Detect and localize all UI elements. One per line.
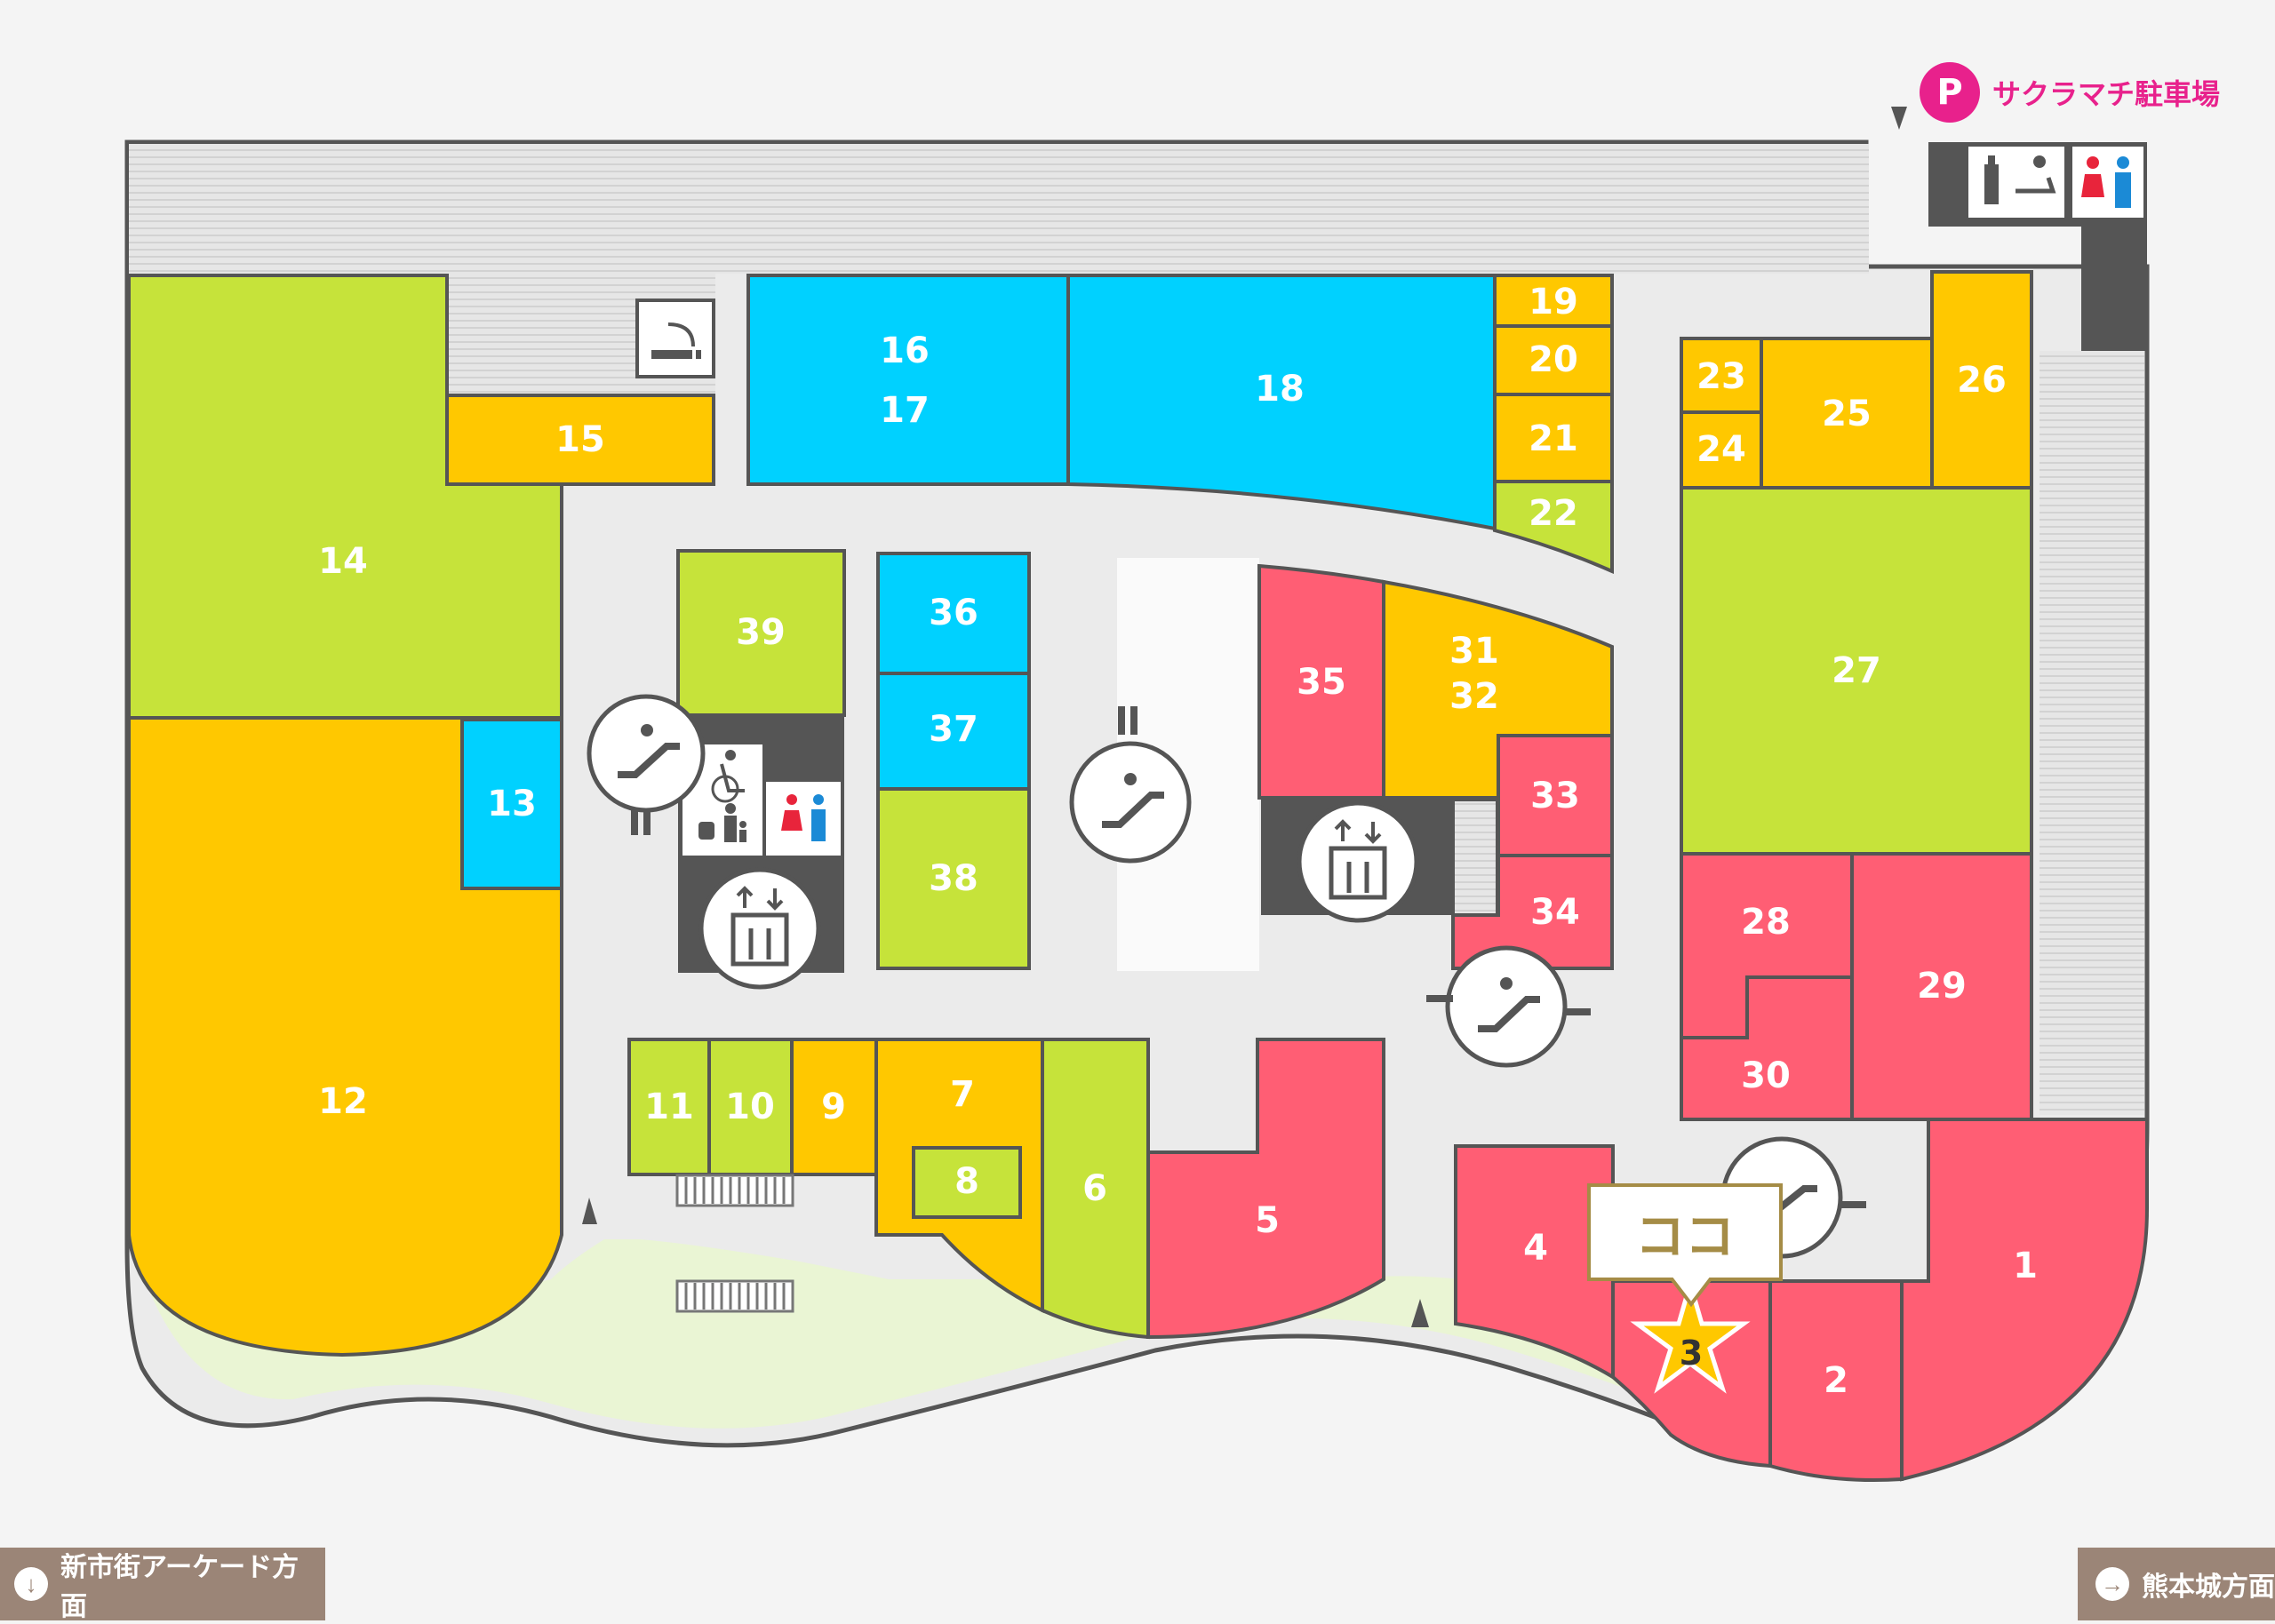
shop-unit-5[interactable] bbox=[1146, 1038, 1385, 1340]
unit-label: 16 bbox=[880, 330, 930, 371]
shop-unit-20[interactable] bbox=[1493, 324, 1614, 396]
parking-icon: P bbox=[1920, 62, 1980, 123]
unit-label: 13 bbox=[487, 784, 537, 824]
elevator-icon[interactable] bbox=[698, 867, 821, 990]
unit-label: 24 bbox=[1696, 429, 1746, 470]
unit-label: 37 bbox=[929, 709, 978, 750]
unit-label: 19 bbox=[1529, 282, 1578, 322]
shop-unit-13[interactable] bbox=[460, 718, 563, 890]
unit-label: 28 bbox=[1741, 902, 1791, 943]
direction-button-castle[interactable]: → 熊本城方面 bbox=[2078, 1548, 2275, 1620]
unit-label: 32 bbox=[1449, 676, 1499, 717]
elevator-icon[interactable] bbox=[1297, 800, 1419, 923]
unit-label: 15 bbox=[555, 419, 605, 460]
shop-unit-1[interactable] bbox=[1900, 1118, 2149, 1482]
unit-label: 35 bbox=[1297, 662, 1346, 703]
unit-label: 20 bbox=[1529, 339, 1578, 380]
shop-unit-16-17[interactable] bbox=[746, 274, 1070, 486]
unit-label: 22 bbox=[1529, 493, 1578, 534]
unit-label: 30 bbox=[1741, 1055, 1791, 1096]
restroom-block-west-2 bbox=[766, 782, 841, 856]
shop-unit-8[interactable] bbox=[912, 1146, 1022, 1219]
service-corridor-mid bbox=[1451, 798, 1499, 917]
unit-label: 10 bbox=[725, 1087, 775, 1127]
unit-label: 1 bbox=[2013, 1246, 2038, 1286]
parking-link[interactable]: P サクラマチ駐車場 bbox=[1920, 62, 2220, 123]
unit-label: 5 bbox=[1255, 1200, 1280, 1241]
unit-label: 26 bbox=[1957, 360, 2007, 401]
unit-label: 29 bbox=[1917, 966, 1967, 1007]
unit-label: 4 bbox=[1523, 1228, 1548, 1269]
unit-label: 27 bbox=[1832, 650, 1881, 691]
baby-care-icon bbox=[698, 803, 746, 842]
escalator-icon[interactable] bbox=[1426, 945, 1591, 1068]
direction-label-castle: 熊本城方面 bbox=[2142, 1572, 2275, 1602]
unit-label: 12 bbox=[318, 1081, 368, 1122]
parking-label: サクラマチ駐車場 bbox=[1992, 78, 2221, 110]
arrow-right-icon: → bbox=[2095, 1567, 2129, 1601]
shop-unit-11[interactable] bbox=[627, 1038, 711, 1176]
entrance-marker bbox=[1411, 1299, 1429, 1327]
current-location-marker: 3 bbox=[1630, 1275, 1751, 1394]
unit-label: 2 bbox=[1824, 1360, 1848, 1401]
stairs-icon bbox=[675, 1279, 794, 1313]
restroom-icon bbox=[781, 794, 826, 841]
callout-pointer bbox=[1669, 1278, 1713, 1308]
unit-label: 34 bbox=[1530, 892, 1580, 933]
unit-label: 11 bbox=[644, 1087, 694, 1127]
unit-label: 18 bbox=[1255, 369, 1305, 410]
unit-label: 39 bbox=[736, 612, 786, 653]
shop-unit-19[interactable] bbox=[1493, 274, 1614, 328]
unit-label: 25 bbox=[1822, 394, 1872, 434]
accessible-toilet-icon bbox=[711, 750, 745, 803]
entrance-marker bbox=[582, 1198, 597, 1224]
shop-unit-29[interactable] bbox=[1850, 852, 2033, 1121]
unit-label: 8 bbox=[954, 1161, 979, 1202]
shop-unit-15[interactable] bbox=[445, 394, 715, 486]
you-are-here-callout: ココ bbox=[1587, 1183, 1783, 1281]
shop-unit-12[interactable] bbox=[127, 716, 563, 1357]
shop-unit-37[interactable] bbox=[876, 672, 1031, 791]
escalator-icon[interactable] bbox=[587, 694, 706, 835]
direction-label-arcade: 新市街アーケード方面 bbox=[60, 1553, 299, 1621]
shop-unit-18[interactable] bbox=[1066, 274, 1497, 531]
baby-care-icon bbox=[1968, 147, 2064, 218]
shop-unit-39[interactable] bbox=[676, 549, 846, 717]
shop-unit-27[interactable] bbox=[1680, 486, 2033, 856]
shop-unit-22[interactable] bbox=[1493, 480, 1614, 575]
unit-label: 14 bbox=[318, 541, 368, 582]
unit-label: 17 bbox=[880, 390, 930, 431]
unit-label: 7 bbox=[950, 1074, 975, 1115]
stairs-icon bbox=[675, 1174, 794, 1207]
unit-label: 21 bbox=[1529, 418, 1578, 459]
unit-label: 9 bbox=[821, 1087, 846, 1127]
unit-label: 38 bbox=[929, 858, 978, 899]
unit-label: 23 bbox=[1696, 356, 1746, 397]
arrow-down-icon: ↓ bbox=[14, 1567, 48, 1601]
service-corridor-right bbox=[2040, 351, 2144, 1115]
shop-unit-38[interactable] bbox=[876, 787, 1031, 970]
shop-unit-9[interactable] bbox=[790, 1038, 878, 1176]
unit-label: 31 bbox=[1449, 631, 1499, 672]
direction-button-arcade[interactable]: ↓ 新市街アーケード方面 bbox=[0, 1548, 325, 1621]
entrance-marker bbox=[1891, 107, 1907, 130]
unit-label: 36 bbox=[929, 593, 978, 633]
smoking-area-icon bbox=[635, 299, 715, 378]
shop-unit-30[interactable] bbox=[1680, 975, 1854, 1121]
restroom-icon bbox=[2072, 147, 2143, 218]
current-location-unit: 3 bbox=[1680, 1333, 1703, 1373]
unit-label: 6 bbox=[1082, 1168, 1107, 1209]
escalator-icon[interactable] bbox=[1069, 706, 1192, 864]
you-are-here-label: ココ bbox=[1635, 1207, 1735, 1264]
service-corridor-top bbox=[129, 144, 1869, 274]
shop-unit-35[interactable] bbox=[1257, 563, 1385, 800]
unit-label: 33 bbox=[1530, 776, 1580, 816]
shop-unit-34[interactable] bbox=[1451, 854, 1614, 970]
